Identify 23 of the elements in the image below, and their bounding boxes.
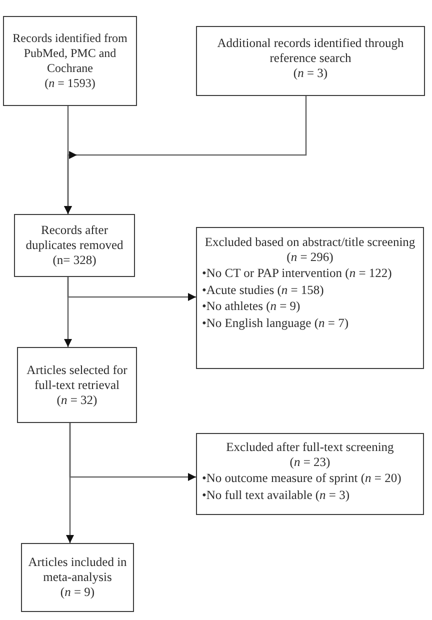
step-label: Excluded after full-text screening [225,440,395,455]
flowchart-box [14,214,135,277]
step-label: Records after duplicates removed [24,223,124,253]
step-label: Excluded based on abstract/title screening [204,235,416,250]
exclusion-reason: •No English language (n = 7) [202,314,350,331]
record-count: (n= 328) [52,253,98,268]
flowchart-box [196,227,424,369]
flowchart-box [17,347,137,423]
exclusion-reason: •No full text available (n = 3) [202,486,350,503]
exclusion-reason: •No outcome measure of sprint (n = 20) [202,470,402,486]
record-count: (n = 23) [288,455,332,470]
flowchart-box [3,16,137,106]
record-count: (n = 32) [56,392,98,408]
record-count: (n = 3) [292,66,329,81]
flowchart-box [21,543,134,612]
record-count: (n = 1593) [44,76,96,91]
flowchart-box [196,433,424,515]
exclusion-reason: •No athletes (n = 9) [202,298,302,314]
exclusion-reason: •No CT or PAP intervention (n = 122) [202,265,393,282]
record-count: (n = 9) [59,585,96,600]
flowchart-box [196,26,425,96]
exclusion-reason: •Acute studies (n = 158) [202,282,325,298]
record-count: (n = 296) [286,250,334,265]
